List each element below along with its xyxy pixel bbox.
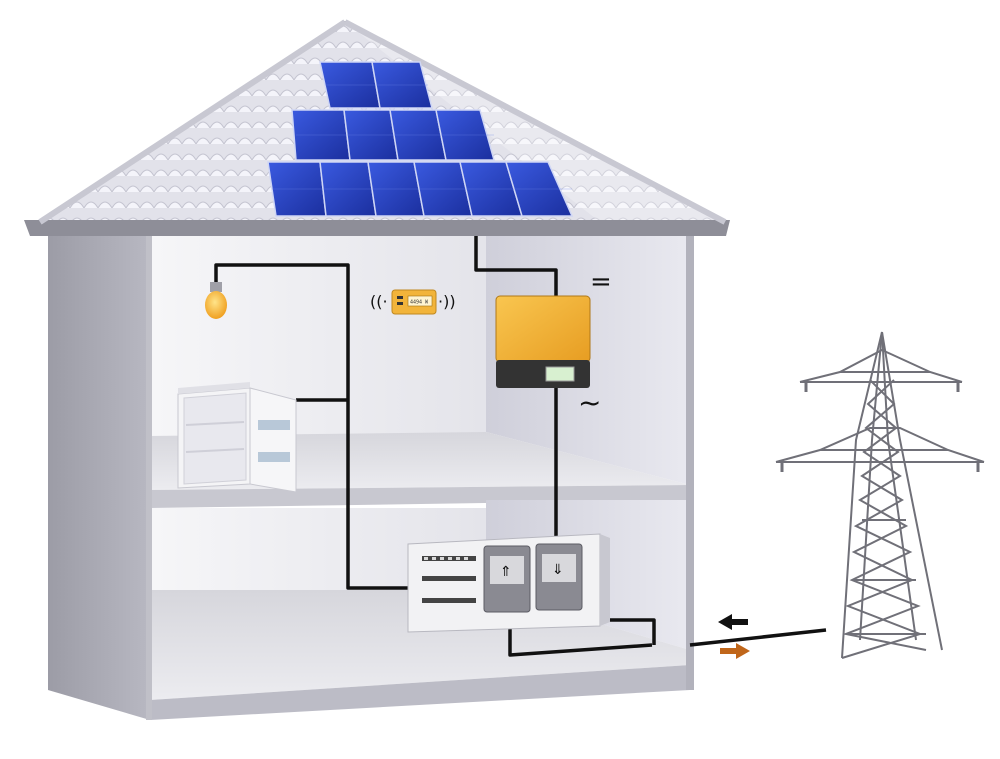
- signal-left-icon: ((·: [370, 292, 388, 311]
- refrigerator-icon: [177, 382, 297, 493]
- dc-symbol: =: [590, 267, 612, 297]
- electricity-meter-icon: ⇓: [535, 543, 583, 611]
- signal-right-icon: ·)): [438, 292, 456, 311]
- light-bulb-icon: [205, 282, 227, 319]
- roof-hip-right: [343, 19, 727, 225]
- arrow-left-icon: [718, 614, 748, 630]
- house-left-wall: [48, 228, 150, 720]
- house-base-edge: [150, 665, 690, 720]
- roof-eave: [24, 220, 730, 236]
- wire-dc: [474, 236, 558, 298]
- monitor-reading: 4494 W: [410, 300, 429, 306]
- arrow-right-icon: [720, 643, 750, 659]
- house-left-edge: [146, 236, 152, 720]
- electricity-meter-icon: ⇑: [483, 545, 531, 613]
- power-pylon-icon: [775, 331, 985, 659]
- ac-symbol: ~: [578, 386, 601, 419]
- house-right-edge: [686, 236, 694, 690]
- solar-array: [267, 61, 574, 217]
- energy-monitor-icon: ((· ·)) 4494 W: [370, 289, 456, 315]
- inverter-icon: = ~: [495, 267, 612, 419]
- meter-import-arrow-icon: ⇑: [500, 564, 512, 580]
- wire-light: [214, 263, 418, 590]
- roof-hip-left: [38, 19, 347, 225]
- meter-export-arrow-icon: ⇓: [552, 562, 564, 578]
- wire-grid: [689, 628, 827, 647]
